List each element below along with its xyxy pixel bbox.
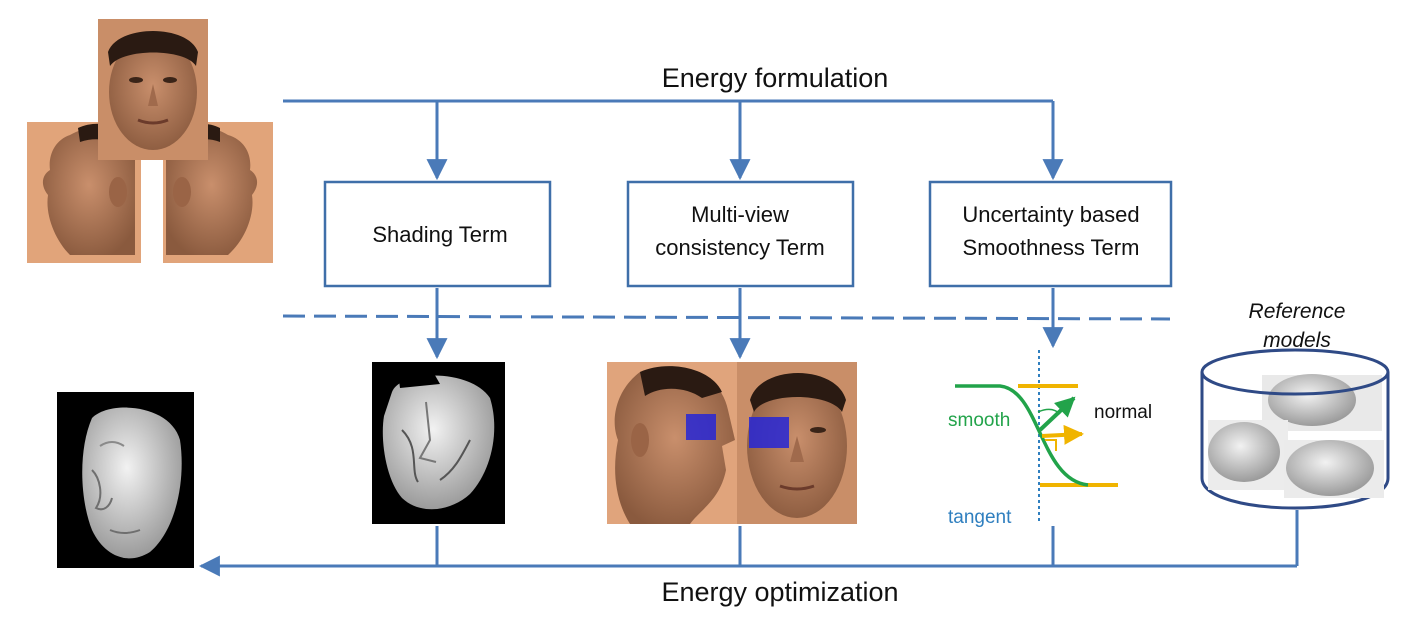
angle-arc xyxy=(1037,408,1061,415)
frontal-photo xyxy=(98,19,208,160)
output-mesh-image xyxy=(57,392,194,568)
multiview-patch-left xyxy=(686,414,716,440)
smoothness-diagram: smooth normal tangent xyxy=(948,350,1152,528)
input-photos xyxy=(27,19,273,263)
multiview-images xyxy=(607,362,857,524)
reference-label-line2: models xyxy=(1263,329,1331,352)
smoothness-term-line2: Smoothness Term xyxy=(963,235,1140,260)
smooth-curve xyxy=(955,384,1089,487)
optimization-flow: Energy optimization xyxy=(198,510,1299,607)
multiview-frontal-photo xyxy=(737,362,857,524)
right-angle-mark xyxy=(1045,439,1057,451)
multiview-profile-photo xyxy=(607,362,737,524)
smoothness-term-line1: Uncertainty based xyxy=(962,202,1139,227)
energy-optimization-title: Energy optimization xyxy=(661,577,898,607)
energy-formulation-title: Energy formulation xyxy=(662,63,889,93)
tangent-label: tangent xyxy=(948,507,1012,528)
normal-yellow-arrow xyxy=(1041,424,1084,445)
multiview-term-line1: Multi-view xyxy=(691,202,789,227)
term-box-shading: Shading Term xyxy=(323,180,552,288)
reference-models: Reference models xyxy=(1200,300,1390,510)
shading-mesh-image xyxy=(372,362,505,524)
normal-green-arrow xyxy=(1038,396,1076,432)
term-box-multiview: Multi-view consistency Term xyxy=(626,180,855,288)
multiview-patch-right xyxy=(749,417,789,448)
formulation-flow: Energy formulation xyxy=(283,63,1064,181)
normal-label: normal xyxy=(1094,402,1152,423)
shading-term-label: Shading Term xyxy=(372,222,507,247)
term-box-smoothness: Uncertainty based Smoothness Term xyxy=(928,180,1173,288)
dashed-separator xyxy=(282,314,1171,321)
multiview-term-line2: consistency Term xyxy=(655,235,825,260)
reference-label-line1: Reference xyxy=(1249,300,1346,323)
smooth-label: smooth xyxy=(948,410,1010,431)
database-cylinder xyxy=(1200,348,1390,510)
